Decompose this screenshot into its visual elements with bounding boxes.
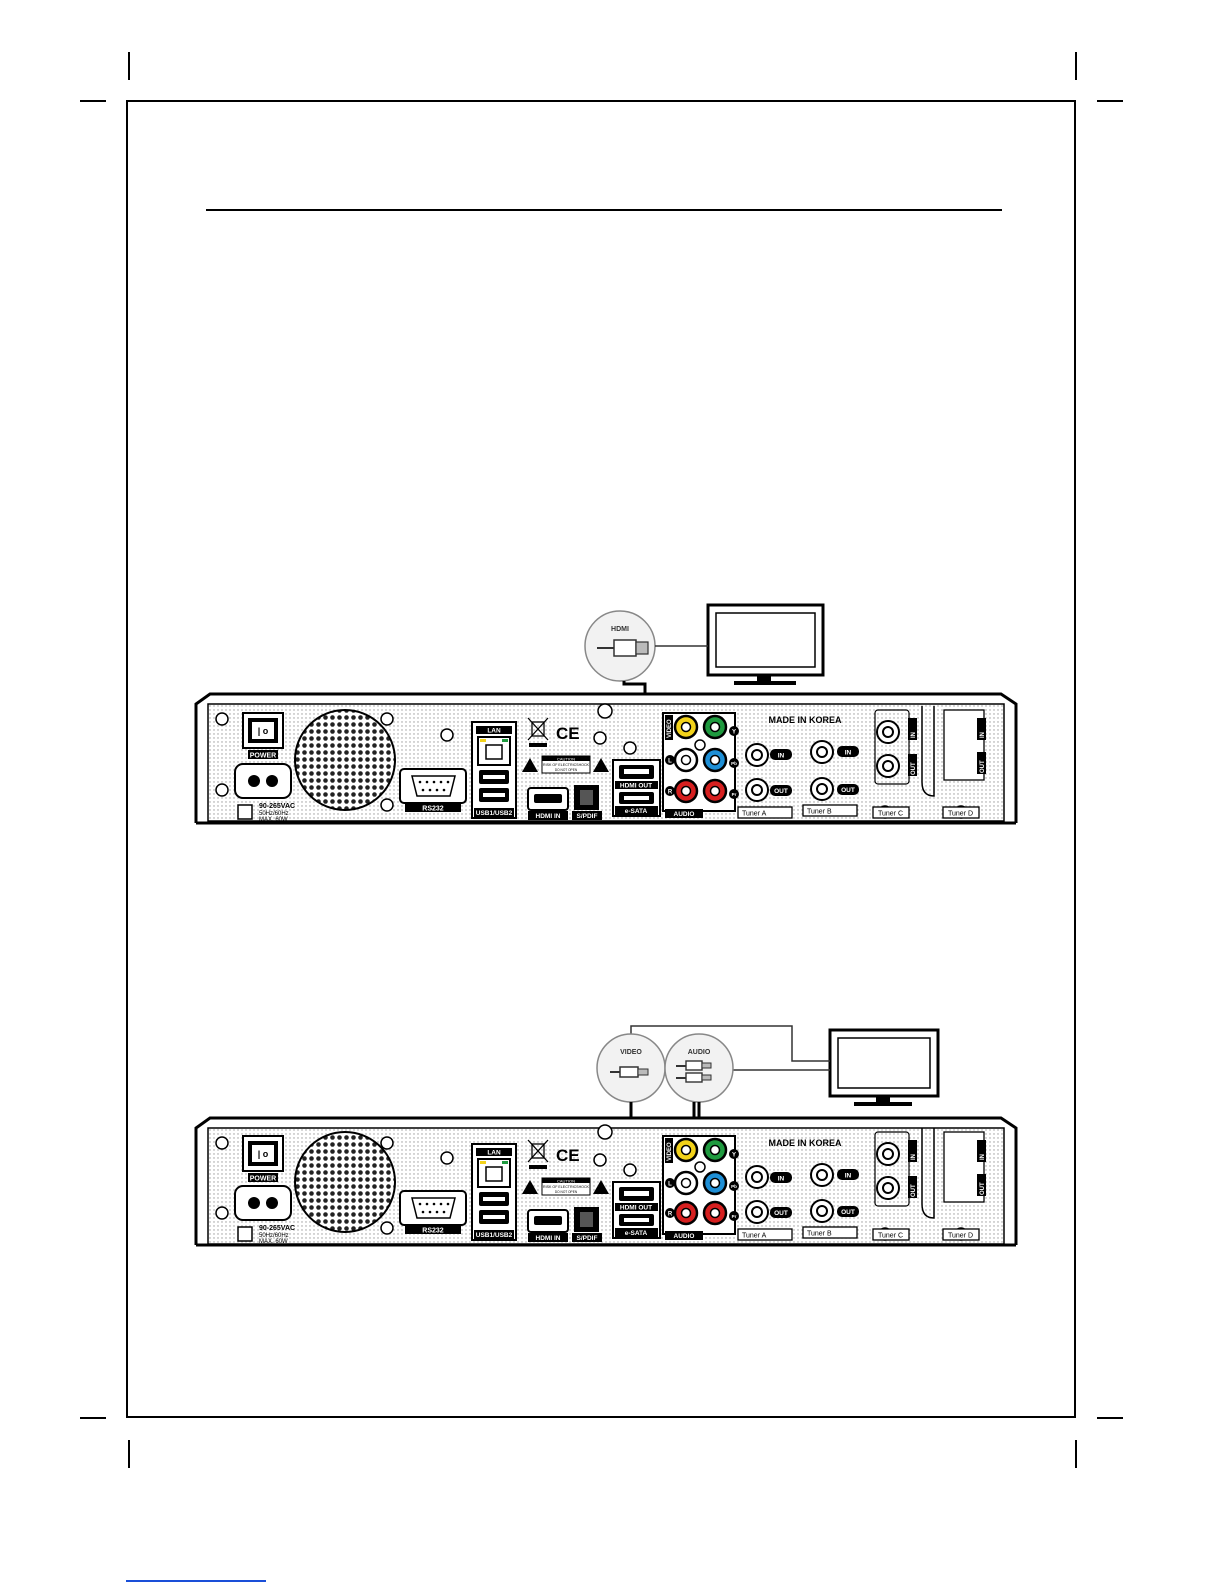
y-marker: Y (732, 1153, 736, 1159)
voltage-line-2: 50Hz/60Hz (259, 811, 289, 817)
video-cable-icon: VIDEO (596, 1033, 666, 1103)
caution-line-1: RISK OF ELECTRICSHOCK (543, 1185, 590, 1189)
made-in-label: MADE IN KOREA (768, 1138, 842, 1148)
crop-mark (1075, 52, 1077, 80)
voltage-line-3: MAX. 60W (259, 1239, 288, 1245)
tuner-c-in: IN (911, 732, 917, 738)
tuner-b-label: Tuner B (807, 1231, 832, 1238)
audio-l-marker: L (668, 759, 672, 765)
hdmi-in-label: HDMI IN (536, 813, 561, 820)
crop-mark (80, 100, 106, 102)
video-cable-label: VIDEO (620, 1049, 642, 1056)
tuner-a-out: OUT (774, 788, 788, 795)
tuner-c-out: OUT (911, 1184, 917, 1197)
hdmi-out-label: HDMI OUT (620, 1205, 652, 1212)
spdif-label: S/PDIF (577, 1235, 598, 1242)
tuner-c-in: IN (911, 1154, 917, 1160)
tuner-d-out: OUT (980, 1182, 986, 1195)
tuner-d-label: Tuner D (948, 811, 973, 818)
composite-connection-diagram: VIDEO AUDIO | o POWER (194, 1025, 1018, 1247)
tv-icon (706, 603, 825, 685)
pr-marker: Pr (732, 1214, 737, 1219)
rs232-label: RS232 (422, 806, 444, 813)
ce-mark: CE (556, 724, 580, 743)
audio-label: AUDIO (674, 1233, 695, 1240)
tuner-b-out: OUT (841, 787, 855, 794)
tuner-b-in: IN (845, 1173, 852, 1180)
crop-mark (128, 1440, 130, 1468)
pb-marker: Pb (731, 1184, 737, 1189)
crop-mark (80, 1417, 106, 1419)
tuner-d-in: IN (980, 732, 986, 738)
crop-mark (128, 52, 130, 80)
tuner-c-out: OUT (911, 762, 917, 775)
tuner-b-out: OUT (841, 1209, 855, 1216)
rear-panel-top: | o POWER 90-265VAC 50Hz/60Hz MAX. 60W R… (194, 692, 1018, 825)
page-frame (126, 100, 1076, 1418)
tuner-b-label: Tuner B (807, 809, 832, 816)
caution-line-1: RISK OF ELECTRICSHOCK (543, 763, 590, 767)
audio-l-marker: L (668, 1182, 672, 1188)
hdmi-out-label: HDMI OUT (620, 783, 652, 790)
voltage-line-3: MAX. 60W (259, 817, 288, 823)
hdmi-cable-icon: HDMI (584, 610, 656, 682)
pb-marker: Pb (731, 761, 737, 766)
caution-line-2: DO NOT OPEN (555, 768, 578, 772)
ce-mark: CE (556, 1146, 580, 1165)
tuner-d-out: OUT (980, 760, 986, 773)
audio-cable-icon: AUDIO (664, 1033, 734, 1103)
crop-mark (1097, 1417, 1123, 1419)
tuner-a-out: OUT (774, 1210, 788, 1217)
hdmi-connection-diagram: HDMI | o POWER 90-265VAC 50Hz/60Hz (194, 603, 1018, 825)
tuner-d-in: IN (980, 1154, 986, 1160)
tuner-a-in: IN (778, 753, 785, 760)
audio-r-marker: R (668, 790, 673, 796)
usb-label: USB1/USB2 (476, 810, 513, 817)
tuner-a-label: Tuner A (742, 811, 767, 818)
hdmi-in-label: HDMI IN (536, 1235, 561, 1242)
y-marker: Y (732, 730, 736, 736)
esata-label: e-SATA (625, 808, 648, 815)
audio-r-marker: R (668, 1212, 673, 1218)
voltage-line-1: 90-265VAC (259, 1225, 295, 1232)
hdmi-cable-label: HDMI (611, 626, 629, 633)
svg-text:| o: | o (258, 1149, 269, 1159)
power-label: POWER (250, 1176, 276, 1183)
audio-label: AUDIO (674, 811, 695, 818)
usb-label: USB1/USB2 (476, 1232, 513, 1239)
esata-label: e-SATA (625, 1230, 648, 1237)
caution-title: CAUTION (557, 757, 575, 762)
voltage-line-1: 90-265VAC (259, 803, 295, 810)
bottom-link-underline (126, 1580, 266, 1582)
tuner-a-label: Tuner A (742, 1233, 767, 1240)
svg-text:| o: | o (258, 726, 269, 736)
header-rule (206, 209, 1002, 211)
tuner-d-label: Tuner D (948, 1233, 973, 1240)
lan-label: LAN (487, 1150, 501, 1157)
pr-marker: Pr (732, 792, 737, 797)
caution-line-2: DO NOT OPEN (555, 1190, 578, 1194)
tuner-b-in: IN (845, 750, 852, 757)
tuner-c-label: Tuner C (878, 1233, 903, 1240)
spdif-label: S/PDIF (577, 813, 598, 820)
tv-icon (828, 1028, 940, 1106)
made-in-label: MADE IN KOREA (768, 715, 842, 725)
tuner-a-in: IN (778, 1176, 785, 1183)
crop-mark (1097, 100, 1123, 102)
voltage-line-2: 50Hz/60Hz (259, 1233, 289, 1239)
rear-panel-bottom: | o POWER 90-265VAC 50Hz/60Hz MAX. 60W R… (194, 1116, 1018, 1247)
tuner-c-label: Tuner C (878, 811, 903, 818)
caution-title: CAUTION (557, 1179, 575, 1184)
audio-cable-label: AUDIO (688, 1049, 711, 1056)
video-jack-label: VIDEO (667, 1142, 673, 1161)
video-jack-label: VIDEO (667, 719, 673, 738)
power-label: POWER (250, 753, 276, 760)
lan-label: LAN (487, 728, 501, 735)
crop-mark (1075, 1440, 1077, 1468)
rs232-label: RS232 (422, 1228, 444, 1235)
